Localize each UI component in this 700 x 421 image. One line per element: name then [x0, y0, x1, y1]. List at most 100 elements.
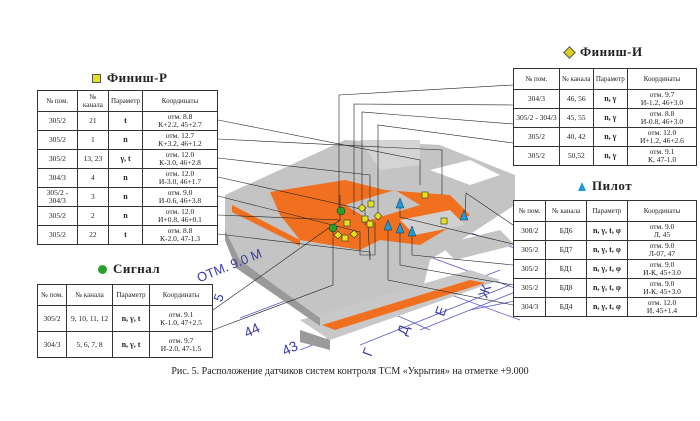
parameter-cell: n, γ: [592, 127, 629, 147]
channel-cell: 46, 56: [558, 89, 594, 109]
header-cell: Координаты: [627, 68, 697, 90]
coordinate-line: К-1.0, 47+2.5: [160, 317, 202, 327]
coordinate-line: И+1.2, 46+2.6: [640, 136, 684, 145]
header-cell: Параметр: [108, 90, 143, 112]
coordinate-line: И-0.8, 46+3.0: [640, 117, 684, 126]
coordinate-line: отм. 12.7: [165, 131, 195, 140]
building-walls: [225, 140, 515, 350]
channel-cell: БД1: [545, 259, 587, 279]
figure-caption: Рис. 5. Расположение датчиков систем кон…: [171, 366, 529, 377]
room-cell: 305/2 - 304/3: [37, 187, 78, 207]
coordinate-line: И-К, 45+3.0: [643, 287, 681, 296]
room-cell: 304/3: [513, 89, 560, 109]
room-cell: 305/2: [37, 130, 78, 150]
signal-title: Сигнал: [98, 261, 160, 277]
room-cell: 308/2: [512, 221, 547, 241]
channel-cell: 40, 42: [558, 127, 594, 147]
header-cell: № канала: [545, 200, 587, 222]
channel-cell: 13, 23: [76, 149, 110, 169]
room-cell: 305/2: [37, 111, 78, 131]
parameter-cell: n, γ, t, φ: [585, 259, 629, 279]
coordinate-line: отм. 9.0: [649, 260, 675, 269]
room-cell: 305/2: [36, 305, 68, 332]
parameter-cell: γ, t: [108, 149, 143, 169]
header-cell: № пом.: [512, 200, 547, 222]
coordinate-line: К-2.0, 47-1.3: [160, 234, 200, 243]
coordinate-line: отм. 9.1: [649, 147, 675, 156]
parameter-cell: t: [108, 225, 143, 245]
sensor-markers: [328, 191, 469, 242]
signal-marker: [328, 223, 338, 233]
title-text: Финиш-Р: [107, 70, 168, 85]
coordinate-line: И-0.6, 46+3.8: [158, 196, 202, 205]
channel-cell: БД7: [545, 240, 587, 260]
square-marker-icon: [92, 73, 101, 83]
finish-r-marker: [440, 217, 448, 225]
parameter-cell: n, γ: [592, 89, 629, 109]
parameter-cell: n: [108, 187, 143, 207]
parameter-cell: n, γ, t, φ: [585, 240, 629, 260]
header-cell: № пом.: [36, 284, 68, 306]
header-cell: Параметр: [592, 68, 629, 90]
channel-cell: 5, 6, 7, 8: [66, 331, 114, 358]
channel-cell: 45, 55: [558, 108, 594, 128]
coordinate-line: И-3.0, 46+1.7: [158, 177, 202, 186]
parameter-cell: n, γ: [592, 146, 629, 166]
room-cell: 305/2: [37, 149, 78, 169]
finish-r-title: Финиш-Р: [92, 70, 167, 86]
coordinate-line: отм. 9.7: [649, 90, 675, 99]
channel-cell: БД8: [545, 278, 587, 298]
coordinate-line: И-К, 45+3.0: [643, 268, 681, 277]
title-text: Финиш-И: [580, 44, 643, 59]
finish-r-marker: [341, 234, 349, 242]
channel-cell: 21: [76, 111, 110, 131]
room-cell: 305/2: [37, 206, 78, 226]
coordinate-line: К+3.2, 46+1.2: [158, 139, 202, 148]
coordinate-line: отм. 8.8: [167, 112, 193, 121]
room-cell: 304/3: [37, 168, 78, 188]
channel-cell: 3: [76, 187, 110, 207]
coordinate-line: отм. 12.0: [647, 298, 677, 307]
coordinate-line: Л-07, 47: [648, 249, 676, 258]
parameter-cell: n, γ, t: [112, 331, 150, 358]
coordinate-line: отм. 9.1: [168, 309, 194, 319]
parameter-cell: n: [108, 206, 143, 226]
parameter-cell: t: [108, 111, 143, 131]
parameter-cell: n, γ: [592, 108, 629, 128]
parameter-cell: n, γ, t, φ: [585, 278, 629, 298]
coordinate-line: отм. 9.7: [168, 335, 194, 345]
room-cell: 305/2: [513, 127, 560, 147]
finish-r-marker: [361, 215, 369, 223]
coordinate-line: К+2.2, 45+2.7: [158, 120, 202, 129]
coordinate-line: отм. 9.0: [167, 188, 193, 197]
pilot-marker: [383, 219, 393, 231]
finish-r-marker: [366, 220, 374, 228]
header-cell: № канала: [66, 284, 114, 306]
header-cell: Параметр: [112, 284, 150, 306]
